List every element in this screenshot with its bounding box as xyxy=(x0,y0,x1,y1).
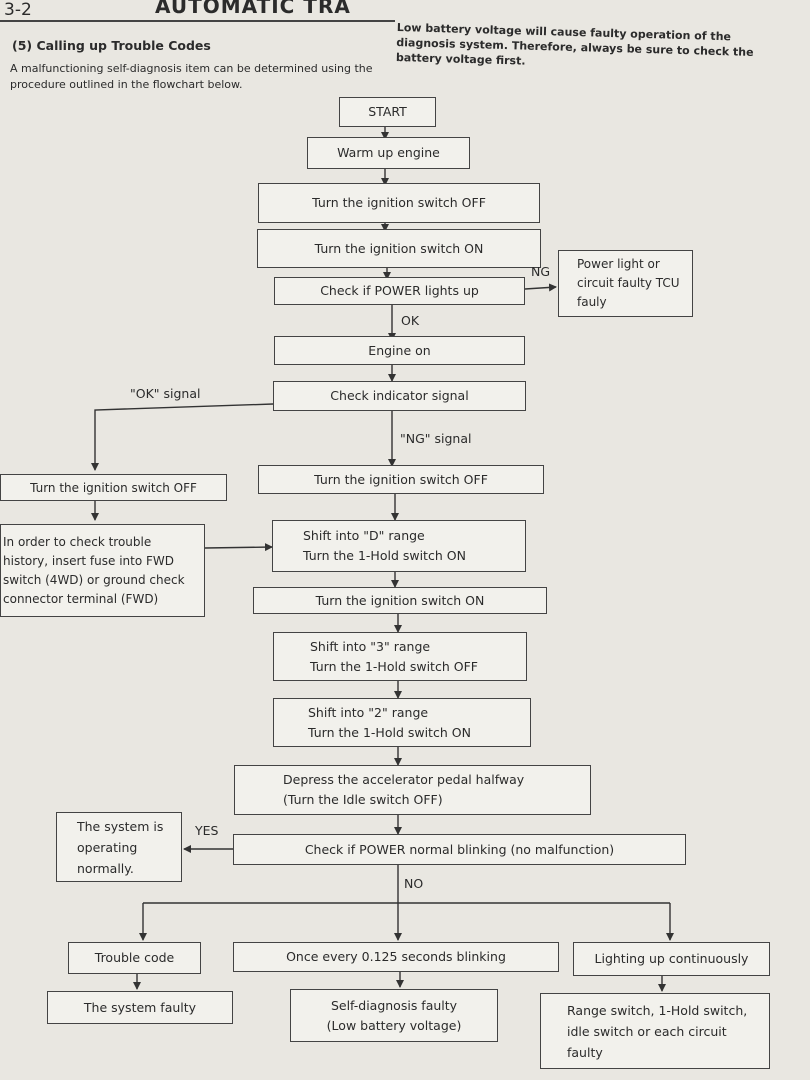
intro-paragraph: A malfunctioning self-diagnosis item can… xyxy=(10,62,373,91)
ok-signal-label: "OK" signal xyxy=(130,386,201,401)
ng-label: NG xyxy=(531,264,551,279)
blink-0125-box: Once every 0.125 seconds blinking xyxy=(233,942,559,972)
shift-2-range-box: Shift into "2" range Turn the 1-Hold swi… xyxy=(273,698,531,747)
ignition-off-left-box: Turn the ignition switch OFF xyxy=(0,474,227,501)
shift-3-range-box: Shift into "3" range Turn the 1-Hold swi… xyxy=(273,632,527,681)
self-diagnosis-faulty-box: Self-diagnosis faulty (Low battery volta… xyxy=(290,989,498,1042)
check-power-box: Check if POWER lights up xyxy=(274,277,525,305)
trouble-history-box: In order to check trouble history, inser… xyxy=(0,524,205,617)
lighting-continuously-box: Lighting up continuously xyxy=(573,942,770,976)
shift-d-range-box: Shift into "D" range Turn the 1-Hold swi… xyxy=(272,520,526,572)
ng-signal-label: "NG" signal xyxy=(400,431,472,446)
depress-pedal-box: Depress the accelerator pedal halfway (T… xyxy=(234,765,591,815)
ignition-on-box-2: Turn the ignition switch ON xyxy=(253,587,547,614)
ignition-off-box-1: Turn the ignition switch OFF xyxy=(258,183,540,223)
page-number: 3-2 xyxy=(4,0,32,20)
check-power-blinking-box: Check if POWER normal blinking (no malfu… xyxy=(233,834,686,865)
trouble-code-box: Trouble code xyxy=(68,942,201,974)
power-light-faulty-box: Power light or circuit faulty TCU fauly xyxy=(558,250,693,317)
ok-label: OK xyxy=(401,313,420,328)
engine-on-box: Engine on xyxy=(274,336,525,365)
system-normal-box: The system is operating normally. xyxy=(56,812,182,882)
header-rule xyxy=(0,20,395,22)
check-indicator-box: Check indicator signal xyxy=(273,381,526,411)
chapter-title: AUTOMATIC TRA xyxy=(155,0,351,18)
system-faulty-box: The system faulty xyxy=(47,991,233,1024)
range-switch-faulty-box: Range switch, 1-Hold switch, idle switch… xyxy=(540,993,770,1069)
yes-label: YES xyxy=(195,823,219,838)
section-heading: (5) Calling up Trouble Codes xyxy=(12,38,211,53)
no-label: NO xyxy=(404,876,424,891)
ignition-off-box-2: Turn the ignition switch OFF xyxy=(258,465,544,494)
start-box: START xyxy=(339,97,436,127)
ignition-on-box-1: Turn the ignition switch ON xyxy=(257,229,541,268)
warm-up-engine-box: Warm up engine xyxy=(307,137,470,169)
